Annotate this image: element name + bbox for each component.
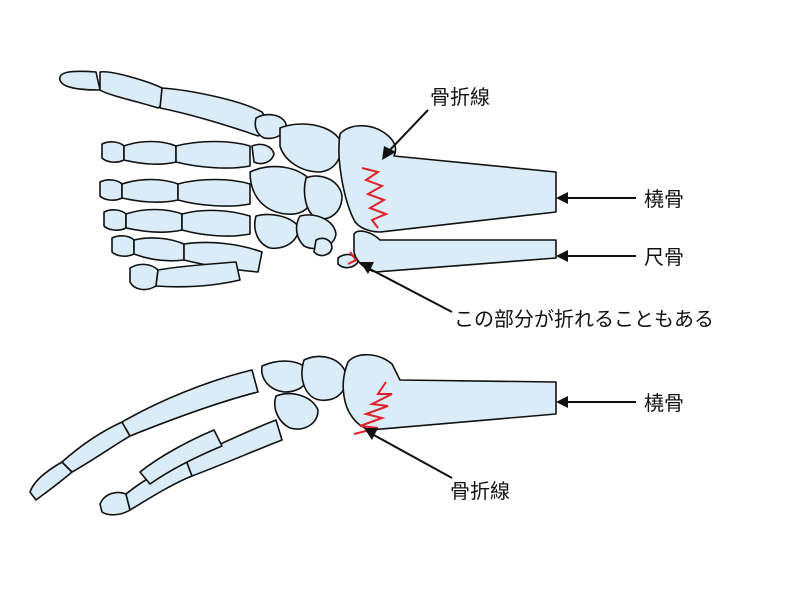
top-fracture-arrow [382,110,428,160]
little-finger-bones [112,236,262,290]
ulna-arrow [556,250,636,262]
top-radius-bone [339,126,556,232]
bottom-fracture-arrow [364,428,452,478]
ulna-label: 尺骨 [644,245,684,269]
thumb-bones [60,71,266,136]
top-radius-arrow [556,192,636,204]
index-finger-bones [102,142,250,169]
top-radius-label: 橈骨 [644,187,684,211]
bottom-radius-arrow [556,396,636,408]
carpal-bones [250,115,342,256]
ring-finger-bones [104,210,250,237]
bottom-fracture-line-label: 骨折線 [450,479,510,503]
bottom-radius-bone [343,355,556,430]
ulna-note-label: この部分が折れることもある [454,307,714,331]
top-ulna-bone [354,231,556,272]
middle-finger-bones [100,180,250,207]
bottom-carpal-bones [262,356,346,429]
top-fracture-line-label: 骨折線 [430,85,490,109]
bottom-finger-bones [30,370,282,515]
bottom-radius-label: 橈骨 [644,391,684,415]
